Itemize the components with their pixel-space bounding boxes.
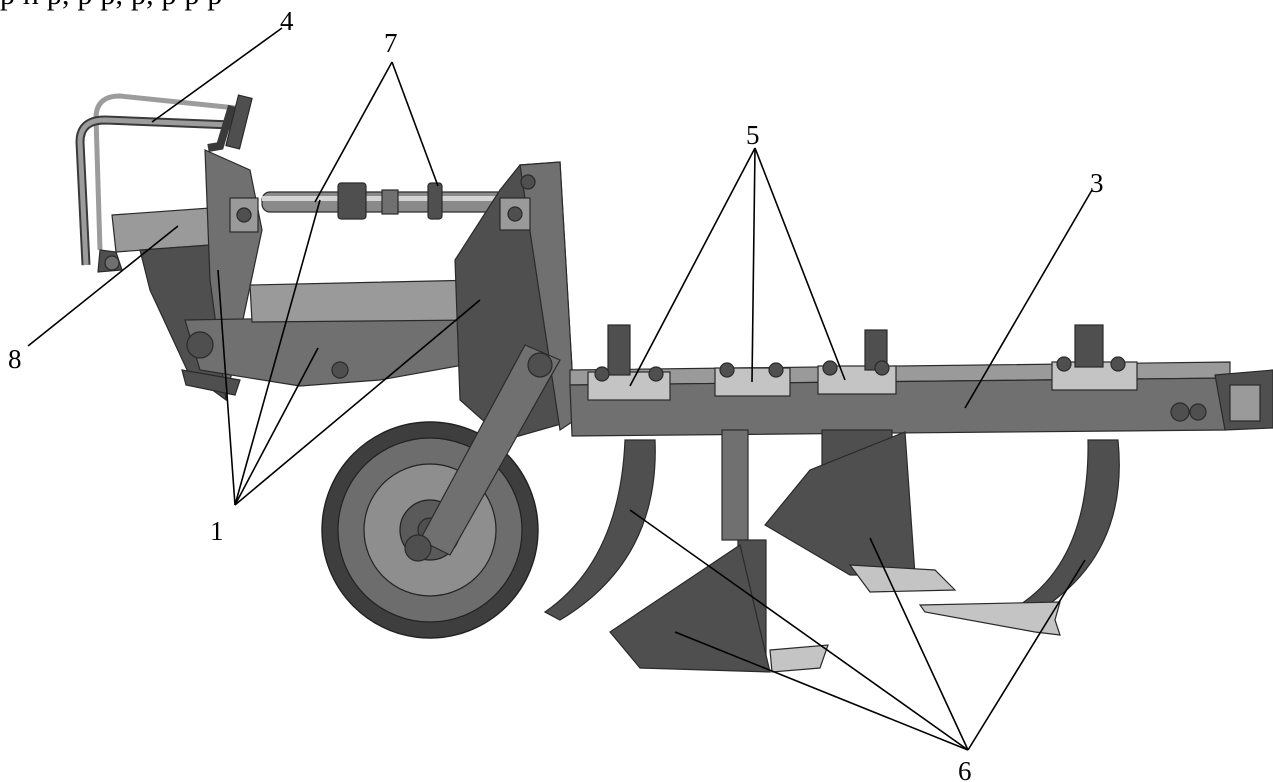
label-7: 7 bbox=[384, 28, 398, 58]
label-1: 1 bbox=[210, 516, 224, 546]
label-4: 4 bbox=[280, 6, 294, 36]
lower-link bbox=[184, 279, 491, 387]
label-6: 6 bbox=[958, 756, 972, 782]
label-3: 3 bbox=[1090, 168, 1104, 198]
beam-clamps bbox=[587, 324, 1138, 401]
leader-lines bbox=[27, 27, 1093, 751]
main-beam bbox=[569, 361, 1273, 437]
label-5: 5 bbox=[746, 120, 760, 150]
adjusting-screw bbox=[261, 182, 513, 220]
depth-wheel bbox=[321, 344, 561, 639]
label-8: 8 bbox=[8, 344, 22, 374]
callout-labels: 1 3 4 5 6 7 8 bbox=[8, 6, 1104, 782]
working-bodies bbox=[543, 429, 1120, 673]
header-text-fragment: р п р, р р, р, р р р bbox=[0, 0, 1273, 18]
handle-bar bbox=[75, 93, 253, 266]
